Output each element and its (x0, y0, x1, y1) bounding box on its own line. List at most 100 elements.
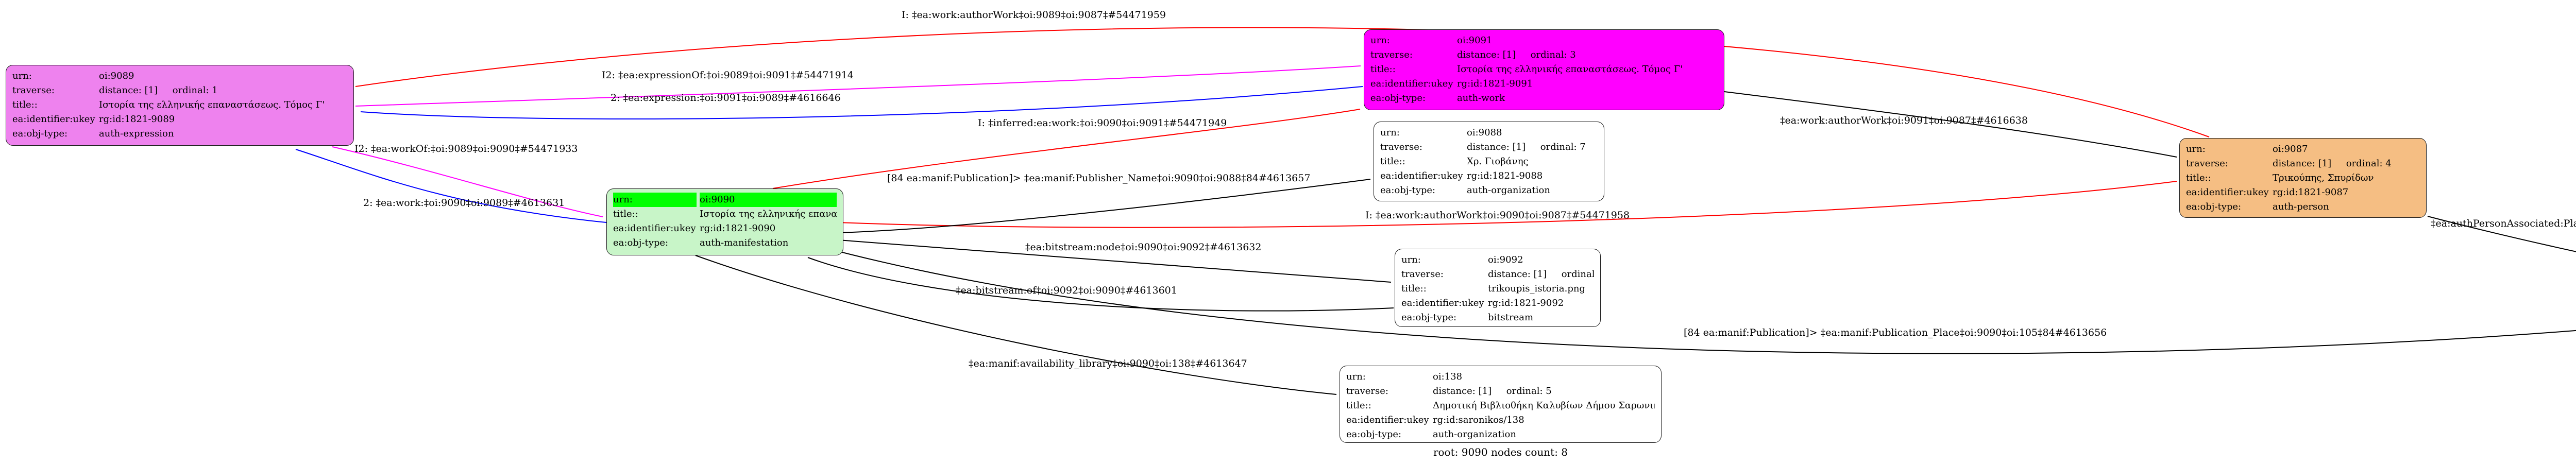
property-label: traverse: (1370, 49, 1413, 60)
edge-work-9090-9089 (295, 149, 607, 223)
property-value: Χρ. Γιοβάνης (1467, 156, 1529, 167)
edge-publisher-name-9090-9088 (838, 179, 1371, 233)
property-value: rg:id:1821-9091 (1457, 78, 1533, 89)
property-label: title:: (12, 99, 38, 110)
edge-bitstream-of-9092-9090 (807, 257, 1394, 312)
property-label: ea:identifier:ukey (1380, 170, 1463, 181)
property-label: ea:obj-type: (1380, 185, 1436, 196)
node-property-row: title::Τρικούπης, Σπυρίδων (2186, 171, 2420, 185)
edge-expressionof-9089-9091 (355, 65, 1361, 107)
property-label: title:: (2186, 173, 2211, 183)
property-label: ea:obj-type: (12, 128, 68, 139)
edge-label: [84 ea:manif:Publication]> ‡ea:manif:Pub… (887, 173, 1310, 184)
edge-expression-9091-9089 (360, 86, 1363, 120)
node-property-row: ea:obj-type: bitstream (1401, 311, 1594, 325)
property-label: ea:identifier:ukey (613, 223, 696, 234)
node-property-row: traverse: distance: [1] ordinal: 7 (1380, 140, 1598, 154)
property-label: ea:obj-type: (1401, 312, 1457, 323)
node-oi-9088[interactable]: urn: oi:9088 traverse: distance: [1] ordina… (1374, 122, 1604, 201)
property-label: ea:identifier:ukey (1401, 298, 1484, 308)
property-label: traverse: (1401, 269, 1444, 280)
property-value: trikoupis_istoria.png (1488, 283, 1585, 294)
property-label: urn: (1401, 254, 1421, 265)
property-label: urn: (1346, 371, 1366, 382)
property-label: urn: (1380, 127, 1400, 138)
property-value: oi:9087 (2273, 144, 2308, 154)
property-label: title:: (613, 209, 638, 219)
property-value: distance: [1] ordinal: 1 (99, 85, 218, 96)
edge-label: I2: ‡ea:expressionOf:‡oi:9089‡oi:9091‡#5… (602, 70, 854, 81)
property-label: title:: (1401, 283, 1427, 294)
node-property-row: title::trikoupis_istoria.png (1401, 282, 1594, 296)
edge-label: I: ‡inferred:ea:work:‡oi:9090‡oi:9091‡#5… (978, 117, 1227, 129)
property-value: auth-work (1457, 93, 1505, 104)
property-label: traverse: (2186, 158, 2228, 169)
property-label: ea:obj-type: (1370, 93, 1426, 104)
property-value: distance: [1] ordinal: 3 (1457, 49, 1576, 60)
edge-label: I: ‡ea:work:authorWork‡oi:9090‡oi:9087‡#… (1365, 210, 1630, 221)
property-value: distance: [1] ordinal: 7 (1467, 142, 1586, 152)
property-value: Ιστορία της ελληνικής επαναστάσεως (700, 209, 837, 219)
edge-inferred-work-9090-9091 (772, 109, 1361, 189)
node-property-row: ea:obj-type: auth-manifestation (613, 236, 837, 250)
property-label: ea:obj-type: (613, 237, 669, 248)
edge-authorwork-9089-9087 (355, 27, 2210, 137)
edge-label: [84 ea:manif:Publication]> ‡ea:manif:Pub… (1684, 327, 2107, 338)
property-value: Ιστορία της ελληνικής επαναστάσεως. Τόμο… (1457, 64, 1683, 75)
node-property-row: ea:obj-type: auth-expression (12, 127, 347, 141)
node-property-row: traverse: distance: [1] ordinal: 4 (2186, 157, 2420, 171)
property-value: distance: [1] ordinal: 5 (1433, 386, 1552, 397)
property-value: bitstream (1488, 312, 1534, 323)
property-label: traverse: (1380, 142, 1422, 152)
node-property-row: ea:identifier:ukey rg:id:1821-9092 (1401, 296, 1594, 311)
node-property-row: urn:oi:9090 (613, 193, 837, 207)
node-property-row: ea:identifier:ukey rg:id:1821-9090 (613, 221, 837, 236)
edge-label: 2: ‡ea:work:‡oi:9090‡oi:9089‡#4613631 (363, 197, 565, 209)
node-property-row: title::Ιστορία της ελληνικής επαναστάσεω… (1370, 62, 1718, 77)
property-value: auth-organization (1467, 185, 1550, 196)
edge-bitstream-node-9090-9092 (838, 239, 1392, 283)
property-value: Ιστορία της ελληνικής επαναστάσεως. Τόμο… (99, 99, 325, 110)
node-oi-9092[interactable]: urn: oi:9092 traverse: distance: [1] ordina… (1395, 249, 1601, 327)
edge-label: ‡ea:bitstream:of‡oi:9092‡oi:9090‡#461360… (956, 285, 1177, 296)
property-label: ea:identifier:ukey (1346, 415, 1429, 425)
property-value: Τρικούπης, Σπυρίδων (2273, 173, 2374, 183)
edge-label: ‡ea:manif:availability_library‡oi:9090‡o… (969, 358, 1247, 369)
edge-publication-place-9090-105 (838, 251, 2576, 354)
property-label: ea:identifier:ukey (12, 114, 95, 125)
node-property-row: urn:oi:9089 (12, 69, 347, 83)
property-value: auth-expression (99, 128, 174, 139)
property-label: urn: (613, 193, 697, 207)
edge-label: ‡ea:work:authorWork‡oi:9091‡oi:9087‡#461… (1780, 115, 2028, 126)
edge-label: ‡ea:bitstream:node‡oi:9090‡oi:9092‡#4613… (1025, 242, 1261, 253)
node-property-row: title::Ιστορία της ελληνικής επαναστάσεω… (613, 207, 837, 221)
node-property-row: urn: oi:9088 (1380, 126, 1598, 140)
property-value: rg:id:1821-9090 (700, 223, 776, 234)
graph-root-caption: root: 9090 nodes count: 8 (1433, 446, 1568, 458)
node-property-row: traverse: distance: [1] ordinal: 2 (1401, 267, 1594, 282)
property-value: distance: [1] ordinal: 2 (1488, 269, 1594, 280)
property-value: rg:id:1821-9092 (1488, 298, 1564, 308)
property-label: traverse: (1346, 386, 1388, 397)
node-property-row: ea:obj-type: auth-organization (1380, 183, 1598, 198)
property-value: rg:id:saronikos/138 (1433, 415, 1524, 425)
property-value: distance: [1] ordinal: 4 (2273, 158, 2392, 169)
edge-label: ‡ea:authPersonAssociated:Place_Death‡oi:… (2431, 218, 2576, 229)
property-value: oi:9088 (1467, 127, 1502, 138)
property-value: oi:9092 (1488, 254, 1523, 265)
edge-label: I2: ‡ea:workOf:‡oi:9089‡oi:9090‡#5447193… (354, 143, 578, 154)
edge-workof-9089-9090 (332, 146, 603, 217)
property-value: auth-manifestation (700, 237, 789, 248)
node-property-row: ea:obj-type:auth-person (2186, 200, 2420, 214)
node-property-row: title::Ιστορία της ελληνικής επαναστάσεω… (12, 98, 347, 112)
node-property-row: traverse: distance: [1] ordinal: 3 (1370, 48, 1718, 62)
